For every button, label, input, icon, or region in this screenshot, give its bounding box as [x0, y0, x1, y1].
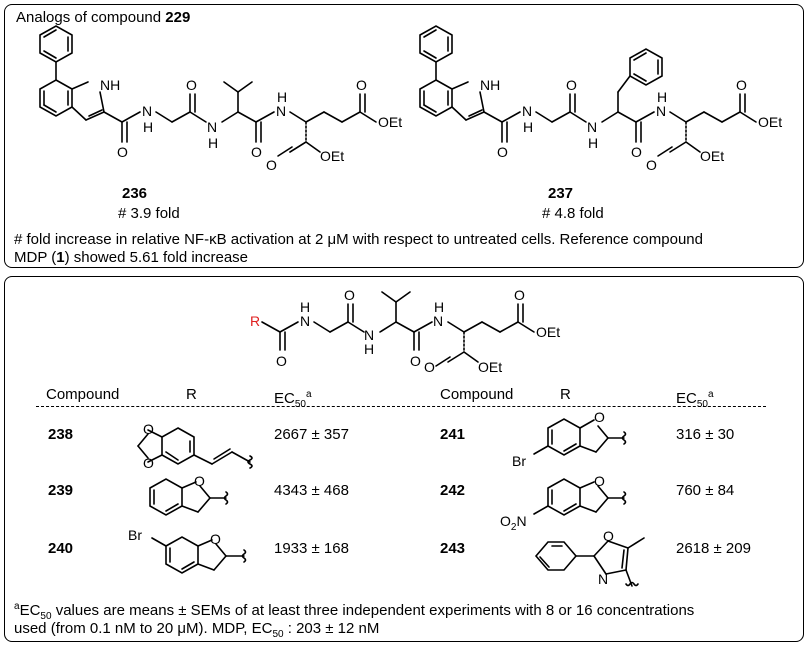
atom-label-no2-242: O2N — [500, 513, 527, 533]
atom-label-n-237a: N — [522, 103, 532, 119]
ec50-242: 760 ± 84 — [676, 482, 735, 499]
atom-label-o-236e: O — [266, 157, 277, 173]
atom-label-n-s2: N — [364, 327, 374, 343]
bottom-footnote-line1: aEC50 values are means ± SEMs of at leas… — [14, 601, 695, 622]
ec50-241: 316 ± 30 — [676, 426, 735, 443]
header-r-left: R — [186, 386, 197, 403]
bottom-footnote-line2: used (from 0.1 nM to 20 μM). MDP, EC50 :… — [14, 620, 380, 640]
header-compound-left: Compound — [46, 386, 120, 403]
atom-label-h-236a: H — [143, 119, 153, 135]
atom-label-h-237c: H — [657, 89, 667, 105]
atom-label-o-237e: O — [646, 157, 657, 173]
atom-label-oet-236b: OEt — [320, 148, 344, 164]
atom-label-o-243: O — [603, 528, 614, 544]
r-group-239: O — [149, 473, 229, 516]
r-group-242: O2N O — [500, 473, 627, 533]
activity-236: # 3.9 fold — [118, 205, 180, 222]
atom-label-o-236a: O — [117, 144, 128, 160]
atom-label-br-240: Br — [128, 527, 142, 543]
ec50-240: 1933 ± 168 — [274, 540, 349, 557]
r-group-238: O O — [137, 421, 253, 471]
compound-id-243: 243 — [440, 540, 466, 557]
atom-label-h-s2: H — [364, 341, 374, 357]
atom-label-h-236b: H — [208, 135, 218, 151]
ec50-243: 2618 ± 209 — [676, 540, 751, 557]
atom-label-o-240: O — [210, 531, 221, 547]
header-ec50-right: EC50a — [676, 389, 714, 410]
compound-id-236: 236 — [122, 185, 148, 202]
top-footnote-line1: # fold increase in relative NF-κB activa… — [14, 231, 703, 248]
atom-label-n-s3: N — [433, 313, 443, 329]
compound-id-242: 242 — [440, 482, 466, 499]
atom-label-o-s1: O — [276, 353, 287, 369]
atom-label-h-s3: H — [434, 299, 444, 315]
top-panel — [4, 4, 804, 268]
atom-label-o-238b: O — [143, 455, 154, 471]
ec50-239: 4343 ± 468 — [274, 482, 349, 499]
atom-label-br-241: Br — [512, 453, 526, 469]
top-footnote-line2: MDP (1) showed 5.61 fold increase — [14, 249, 249, 266]
atom-label-oet-s1: OEt — [536, 324, 560, 340]
atom-label-h-236c: H — [277, 89, 287, 105]
atom-label-oet-237b: OEt — [700, 148, 724, 164]
structure-237: NH N H O O N H O H N O OEt O OEt — [419, 25, 782, 173]
atom-label-o-237b: O — [566, 77, 577, 93]
r-group-240: Br O — [128, 527, 247, 574]
atom-label-n-236b: N — [207, 119, 217, 135]
atom-label-o-s5: O — [424, 359, 435, 375]
atom-label-h-237b: H — [588, 135, 598, 151]
atom-label-o-238a: O — [143, 421, 154, 437]
atom-label-o-237d: O — [736, 77, 747, 93]
atom-label-n-236c: N — [276, 103, 286, 119]
atom-label-o-236b: O — [186, 77, 197, 93]
top-heading: Analogs of compound 229 — [16, 9, 191, 26]
atom-label-o-237a: O — [497, 144, 508, 160]
atom-label-h-237a: H — [523, 119, 533, 135]
atom-label-n-243: N — [598, 571, 608, 587]
table-header-divider — [36, 406, 766, 407]
atom-label-nh-237: NH — [480, 77, 500, 93]
compound-id-237: 237 — [548, 185, 574, 202]
atom-label-o-242: O — [594, 473, 605, 489]
atom-label-n-237c: N — [656, 103, 666, 119]
compound-id-241: 241 — [440, 426, 466, 443]
compound-id-239: 239 — [48, 482, 74, 499]
atom-label-o-s2: O — [344, 287, 355, 303]
bottom-panel — [4, 276, 804, 642]
ec50-238: 2667 ± 357 — [274, 426, 349, 443]
atom-label-o-s4: O — [514, 287, 525, 303]
atom-label-n-236a: N — [142, 103, 152, 119]
compound-id-238: 238 — [48, 426, 74, 443]
atom-label-o-241: O — [594, 409, 605, 425]
header-r-right: R — [560, 386, 571, 403]
r-group-label: R — [250, 313, 260, 329]
atom-label-nh-236: NH — [100, 77, 120, 93]
header-ec50-left: EC50a — [274, 389, 312, 410]
atom-label-n-s1: N — [300, 313, 310, 329]
structure-236: NH N H O O N H O H N O OEt O OEt — [39, 25, 402, 173]
atom-label-oet-s2: OEt — [478, 359, 502, 375]
r-group-241: Br O — [512, 409, 627, 469]
atom-label-h-s1: H — [300, 299, 310, 315]
r-group-243: O N — [534, 528, 645, 587]
header-compound-right: Compound — [440, 386, 514, 403]
compound-id-240: 240 — [48, 540, 74, 557]
atom-label-oet-237a: OEt — [758, 114, 782, 130]
atom-label-o-236d: O — [356, 77, 367, 93]
atom-label-o-237c: O — [631, 144, 642, 160]
atom-label-oet-236a: OEt — [378, 114, 402, 130]
atom-label-o-s3: O — [410, 353, 421, 369]
atom-label-o-236c: O — [251, 144, 262, 160]
atom-label-n-237b: N — [587, 119, 597, 135]
activity-237: # 4.8 fold — [542, 205, 604, 222]
atom-label-o-239: O — [194, 473, 205, 489]
